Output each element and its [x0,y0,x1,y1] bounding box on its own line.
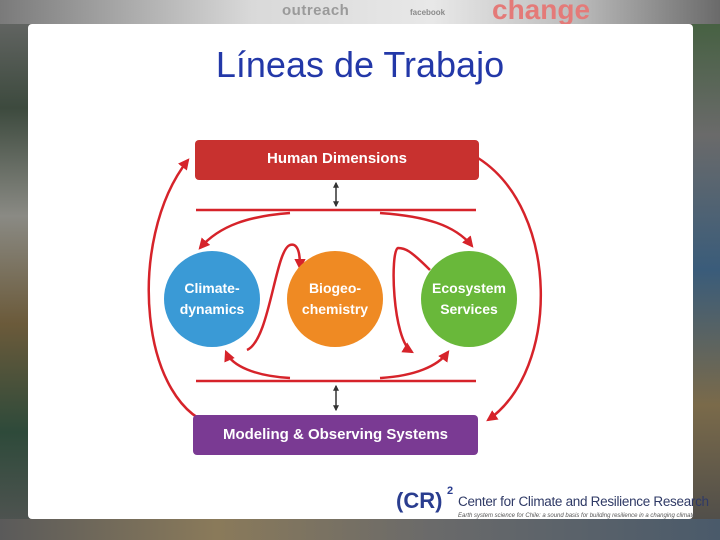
slide-title: Líneas de Trabajo [215,44,505,85]
cr2-logo-name: Center for Climate and Resilience Resear… [458,494,709,509]
ecosystem-services-circle: Ecosystem Services [421,251,517,347]
cr2-logo-tagline: Earth system science for Chile: a sound … [458,513,696,519]
human-dimensions-bar: Human Dimensions [195,140,479,180]
biogeochemistry-label-line2: chemistry [301,301,369,317]
background-collage-top [0,0,720,24]
cr2-logo-superscript: 2 [447,485,454,497]
arrow-inner-upper-right [379,211,474,248]
background-collage-right [692,0,720,540]
collage-text-change: change [492,0,591,25]
background-collage-left [0,0,30,540]
arrow-inner-lower-left [224,349,291,380]
modeling-observing-bar: Modeling & Observing Systems [193,415,478,455]
arrow-inner-upper-left [198,211,291,250]
arrow-outer-left [147,158,219,428]
biogeochemistry-label-line1: Biogeo- [308,280,362,296]
climate-dynamics-label-line1: Climate- [184,280,240,296]
ecosystem-services-label-line1: Ecosystem [432,280,506,296]
climate-dynamics-circle: Climate- dynamics [164,251,260,347]
arrow-outer-right [477,156,543,422]
background-collage-bottom [0,519,720,540]
cr2-logo-mark: (CR) [396,488,443,513]
collage-text-facebook: facebook [410,8,446,17]
arrow-loop-right [392,246,431,354]
climate-dynamics-label-line2: dynamics [179,301,245,317]
ecosystem-services-label-line2: Services [440,301,498,317]
arrow-inner-lower-right [379,350,450,380]
biogeochemistry-circle: Biogeo- chemistry [287,251,383,347]
collage-text-outreach: outreach [282,2,350,19]
arrow-loop-left [246,243,306,352]
